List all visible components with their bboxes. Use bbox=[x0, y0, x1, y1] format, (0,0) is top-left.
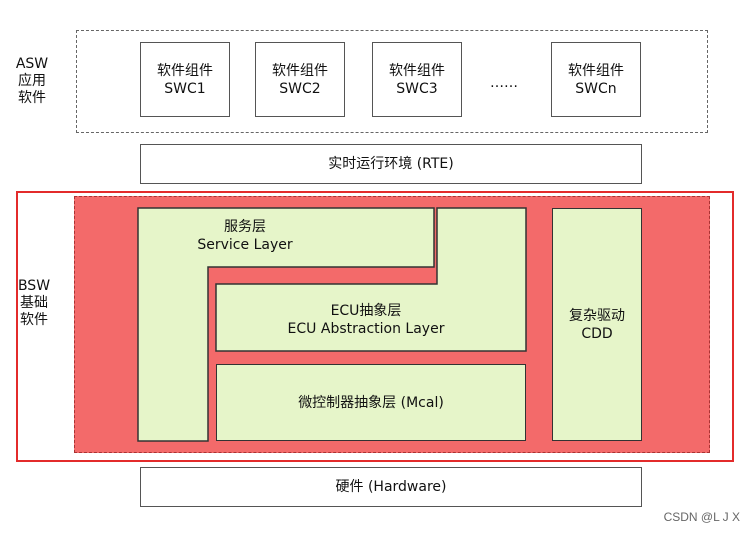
rte-box: 实时运行环境 (RTE) bbox=[140, 144, 642, 184]
swc-3-line1: 软件组件 bbox=[389, 62, 445, 79]
swc-box-3: 软件组件 SWC3 bbox=[372, 42, 462, 117]
swc-2-line2: SWC2 bbox=[279, 80, 321, 97]
swc-1-line1: 软件组件 bbox=[157, 62, 213, 79]
mcal-label: 微控制器抽象层 (Mcal) bbox=[298, 394, 444, 411]
ecu-abstraction-shape bbox=[215, 207, 527, 352]
swc-n-line1: 软件组件 bbox=[568, 62, 624, 79]
hardware-box: 硬件 (Hardware) bbox=[140, 467, 642, 507]
service-layer-label: 服务层 Service Layer bbox=[170, 218, 320, 254]
service-layer-line1: 服务层 bbox=[224, 219, 266, 235]
ecu-abstraction-line1: ECU抽象层 bbox=[330, 303, 402, 319]
cdd-line1: 复杂驱动 bbox=[569, 307, 625, 324]
asw-label-line-2: 应用 bbox=[18, 73, 46, 89]
bsw-highlight-border bbox=[16, 191, 734, 462]
cdd-box: 复杂驱动 CDD bbox=[552, 208, 642, 441]
ecu-abstraction-label: ECU抽象层 ECU Abstraction Layer bbox=[256, 302, 476, 338]
swc-1-line2: SWC1 bbox=[164, 80, 206, 97]
swc-n-line2: SWCn bbox=[575, 80, 617, 97]
swc-box-1: 软件组件 SWC1 bbox=[140, 42, 230, 117]
rte-label: 实时运行环境 (RTE) bbox=[328, 156, 454, 172]
swc-box-n: 软件组件 SWCn bbox=[551, 42, 641, 117]
swc-2-line1: 软件组件 bbox=[272, 62, 328, 79]
asw-container bbox=[76, 30, 708, 133]
bsw-label: BSW 基础 软件 bbox=[14, 278, 54, 329]
hardware-label: 硬件 (Hardware) bbox=[335, 479, 447, 495]
ecu-abstraction-line2: ECU Abstraction Layer bbox=[287, 321, 445, 337]
swc-3-line2: SWC3 bbox=[396, 80, 438, 97]
swc-ellipsis: …… bbox=[490, 75, 518, 91]
swc-box-2: 软件组件 SWC2 bbox=[255, 42, 345, 117]
footer-credit: CSDN @L J X bbox=[663, 510, 740, 524]
asw-label-line-3: 软件 bbox=[18, 90, 46, 106]
bsw-label-line-3: 软件 bbox=[20, 312, 48, 328]
service-layer-shape bbox=[137, 207, 435, 442]
asw-label: ASW 应用 软件 bbox=[12, 56, 52, 107]
service-layer-line2: Service Layer bbox=[197, 237, 293, 253]
bsw-label-line-1: BSW bbox=[17, 278, 51, 294]
cdd-line2: CDD bbox=[581, 325, 613, 342]
bsw-label-line-2: 基础 bbox=[20, 295, 48, 311]
mcal-box: 微控制器抽象层 (Mcal) bbox=[216, 364, 526, 441]
asw-label-line-1: ASW bbox=[15, 56, 49, 72]
